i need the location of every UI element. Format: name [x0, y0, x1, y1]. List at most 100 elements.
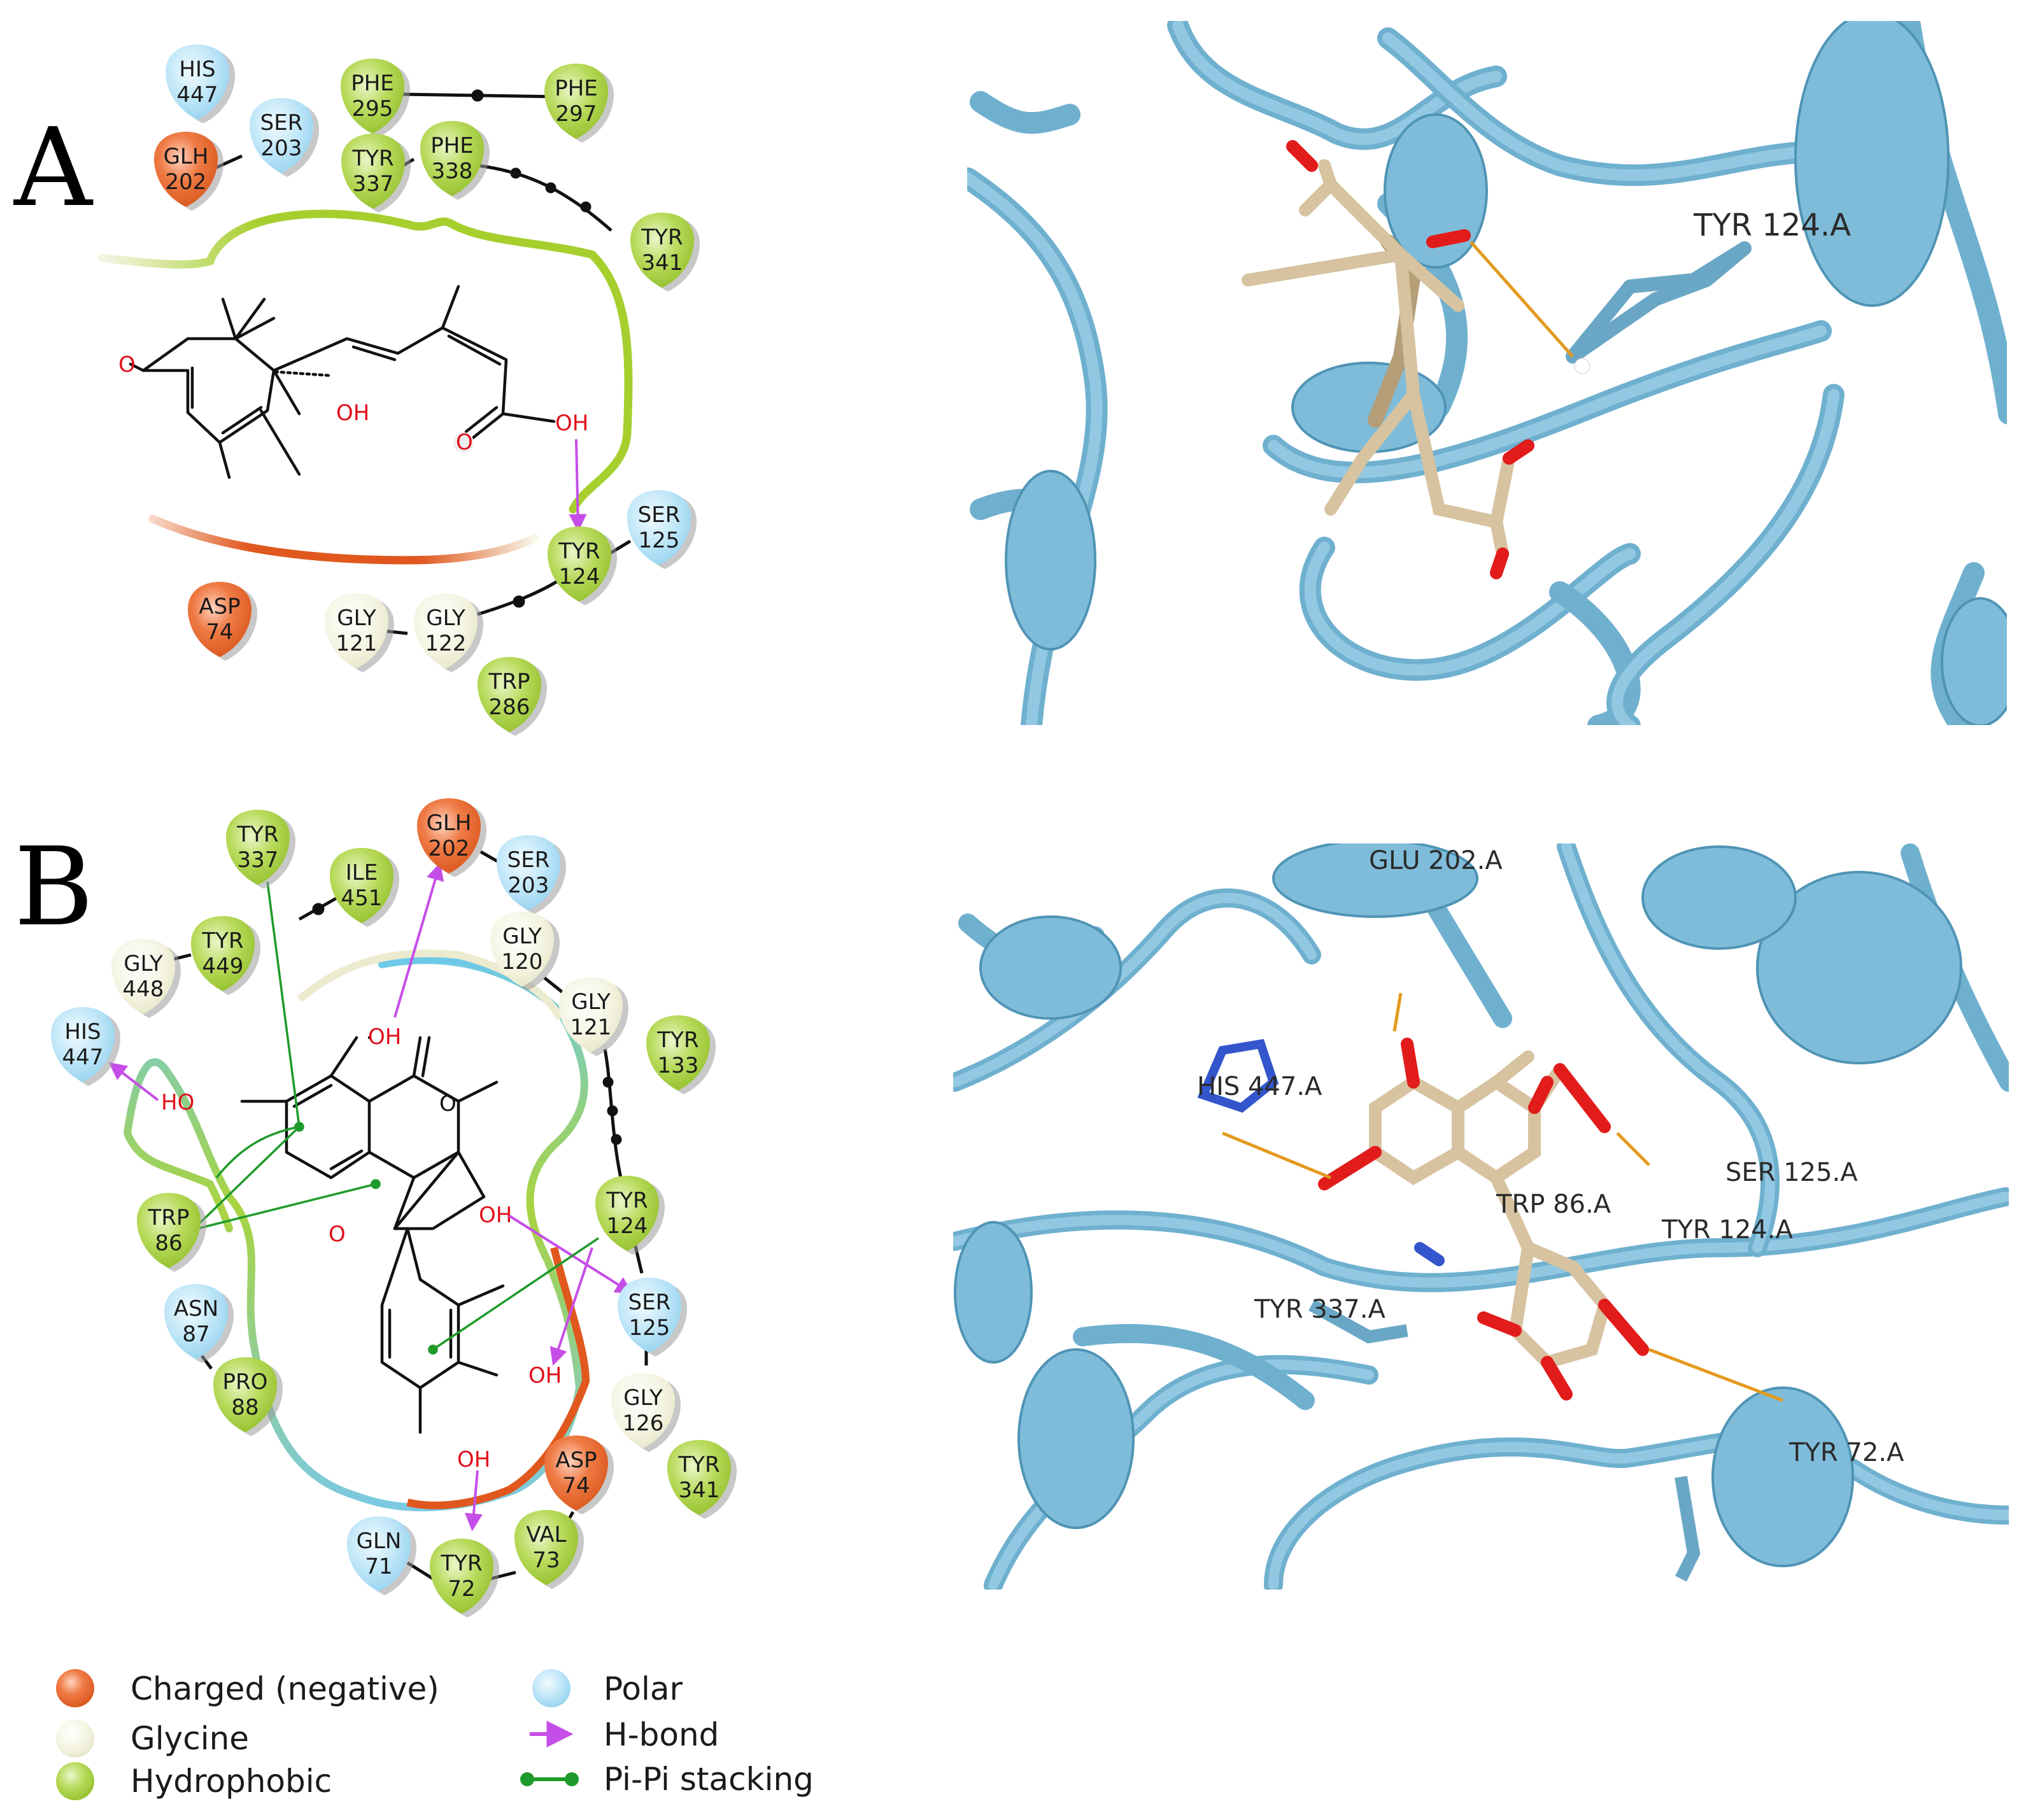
- a-residue-name: PHE: [351, 71, 394, 96]
- a-residue-number: 124: [559, 564, 600, 589]
- panel-letter-a: A: [13, 105, 94, 231]
- b-residue-number: 72: [448, 1576, 475, 1602]
- a-residue-number: 286: [489, 695, 530, 720]
- atom-b-o-ketone: O: [439, 1091, 457, 1117]
- b-residue-name: HIS: [64, 1019, 101, 1045]
- a-residue-name: SER: [260, 110, 303, 136]
- b-residue-name: TYR: [677, 1452, 719, 1478]
- a-residue-name: SER: [638, 502, 681, 528]
- b-residue-number: 120: [502, 949, 543, 975]
- a-residue-marker-hydrophobic: [420, 121, 484, 196]
- legend-swatch-glycine: [56, 1719, 94, 1758]
- b-residue-number: 203: [508, 873, 549, 898]
- a-residue-marker-negative: [188, 582, 251, 657]
- b-residue-number: 125: [629, 1315, 670, 1341]
- a-residue-name: PHE: [430, 133, 474, 159]
- b-residue-number: 202: [429, 836, 470, 861]
- legend-swatch-negative: [56, 1669, 94, 1707]
- b-residue-marker-polar: [347, 1516, 411, 1591]
- b-residue-marker-polar: [164, 1284, 228, 1359]
- atom-b-oh-r2: OH: [457, 1447, 490, 1472]
- a-residue-marker-glycine: [325, 593, 388, 668]
- a-residue-marker-hydrophobic: [548, 526, 611, 602]
- pocket-outline-a-upper: [97, 209, 633, 514]
- b-residue-number: 133: [658, 1053, 699, 1078]
- b-residue-name: GLY: [571, 989, 611, 1015]
- structure-label-trp86: TRP 86.A: [1496, 1190, 1612, 1219]
- b-residue-number: 86: [155, 1231, 182, 1256]
- legend-label-hbond: H-bond: [604, 1716, 719, 1753]
- structure-label-tyr124: TYR 124.A: [1661, 1215, 1793, 1245]
- a-residue-number: 338: [432, 159, 473, 184]
- b-residue-name: GLN: [357, 1528, 402, 1554]
- b-residue-name: TYR: [201, 928, 243, 954]
- b-residue-marker-hydrophobic: [191, 916, 255, 991]
- b-residue-name: GLY: [502, 924, 542, 949]
- b-residue-number: 87: [182, 1322, 209, 1347]
- b-residue-marker-hydrophobic: [646, 1015, 710, 1090]
- a-residue-marker-hydrophobic: [341, 59, 404, 134]
- b-residue-marker-glycine: [611, 1373, 675, 1448]
- pipi-stacking-b: [196, 881, 599, 1355]
- b-residue-name: TYR: [606, 1188, 648, 1213]
- b-residue-number: 337: [237, 847, 279, 873]
- b-residue-number: 341: [679, 1478, 720, 1503]
- a-residue-name: HIS: [179, 57, 215, 82]
- a-residue-number: 295: [352, 96, 393, 122]
- atom-a-o2: O: [456, 430, 473, 455]
- structure-label-a-tyr124: TYR 124.A: [1693, 208, 1851, 243]
- a-residue-number: 202: [166, 169, 207, 195]
- b-residue-marker-glycine: [559, 977, 623, 1052]
- b-residue-name: SER: [507, 847, 550, 873]
- a-residue-number: 297: [556, 101, 597, 127]
- b-residue-marker-glycine: [490, 912, 554, 987]
- panel-b-2d-diagram: B: [14, 798, 737, 1618]
- b-residue-name: TYR: [656, 1027, 698, 1053]
- a-residue-marker-negative: [154, 132, 218, 207]
- atom-a-o1: O: [118, 352, 136, 377]
- a-residue-name: TYR: [641, 225, 683, 250]
- legend-label-glycine: Glycine: [131, 1720, 249, 1757]
- a-residue-number: 121: [336, 631, 378, 656]
- b-residue-marker-hydrophobic: [226, 810, 290, 885]
- b-residue-name: TRP: [148, 1205, 190, 1231]
- a-residue-number: 122: [425, 631, 467, 656]
- a-residue-marker-polar: [250, 98, 313, 173]
- a-residue-number: 74: [206, 619, 233, 645]
- pocket-outline-a-lower: [148, 514, 539, 565]
- b-residue-number: 88: [231, 1395, 259, 1420]
- a-residue-marker-hydrophobic: [478, 657, 541, 732]
- legend-label-hydrophobic: Hydrophobic: [131, 1763, 332, 1800]
- legend-label-pipi: Pi-Pi stacking: [604, 1761, 814, 1798]
- a-residue-name: TRP: [488, 669, 530, 695]
- a-residue-marker-glycine: [414, 593, 478, 668]
- a-residue-marker-hydrophobic: [341, 134, 405, 209]
- legend-swatch-hydrophobic: [56, 1762, 94, 1800]
- b-residue-number: 448: [123, 977, 164, 1002]
- hbond-arrows-b: [108, 862, 634, 1532]
- structure-label-glu202: GLU 202.A: [1369, 846, 1503, 875]
- structure-label-tyr72: TYR 72.A: [1789, 1438, 1904, 1467]
- b-residue-name: ILE: [346, 860, 378, 885]
- b-residue-number: 126: [623, 1411, 664, 1436]
- b-residue-name: TYR: [236, 822, 278, 847]
- a-residue-name: GLY: [426, 605, 465, 631]
